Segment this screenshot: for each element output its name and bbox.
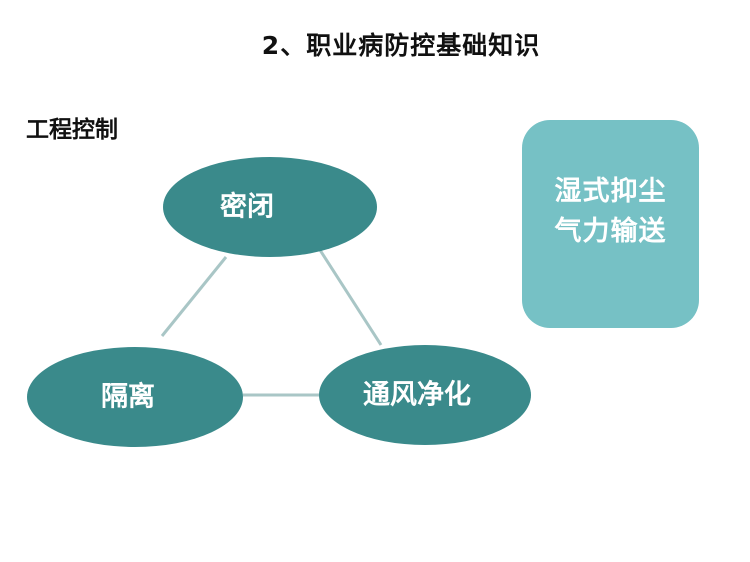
slide-title: 2、职业病防控基础知识 [261,31,541,60]
node-left-ellipse [27,347,243,447]
wet-dust-pneumatic-box: 湿式抑尘 气力输送 [522,120,699,328]
node-top-ellipse [163,157,377,257]
node-right-ellipse [319,345,531,445]
box-line-2: 气力输送 [554,216,667,247]
node-top-label: 密闭 [220,191,274,223]
box-line-1: 湿式抑尘 [554,176,667,207]
node-right-label: 通风净化 [363,380,471,411]
connector-top-right [318,249,383,346]
node-left-label: 隔离 [101,381,155,413]
connector-top-left [160,256,228,337]
section-heading: 工程控制 [26,117,118,143]
